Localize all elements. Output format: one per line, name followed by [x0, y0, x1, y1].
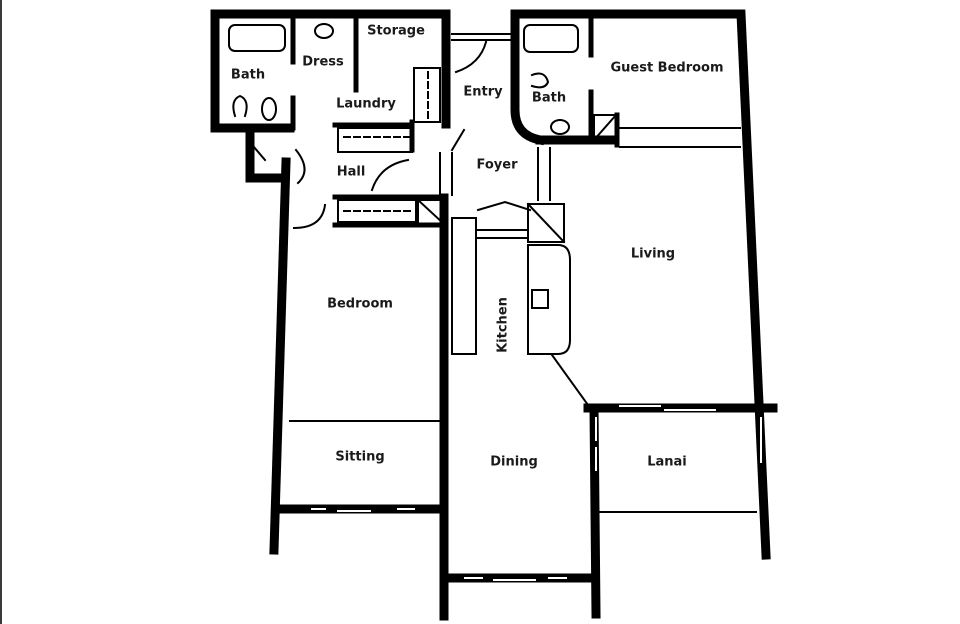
room-label-guest-bedroom: Guest Bedroom — [610, 60, 724, 76]
room-label-lanai: Lanai — [647, 454, 687, 470]
room-label-bedroom: Bedroom — [327, 296, 393, 312]
windows — [311, 405, 762, 581]
thin-lines — [228, 23, 757, 513]
room-label-storage: Storage — [367, 23, 425, 39]
room-label-living: Living — [630, 246, 676, 262]
room-label-hall: Hall — [336, 164, 366, 180]
room-label-bath-right: Bath — [531, 90, 567, 106]
room-label-sitting: Sitting — [335, 449, 385, 465]
image-left-edge — [0, 0, 2, 624]
room-label-entry: Entry — [463, 84, 503, 100]
exterior-walls — [210, 9, 778, 621]
room-label-foyer: Foyer — [476, 157, 518, 173]
room-label-bath-left: Bath — [230, 67, 266, 83]
interior-walls — [290, 17, 620, 228]
room-label-laundry: Laundry — [336, 96, 396, 112]
room-label-dress: Dress — [302, 54, 344, 70]
closet-dashes — [343, 71, 429, 212]
room-label-dining: Dining — [490, 454, 538, 470]
room-label-kitchen: Kitchen — [495, 297, 511, 353]
